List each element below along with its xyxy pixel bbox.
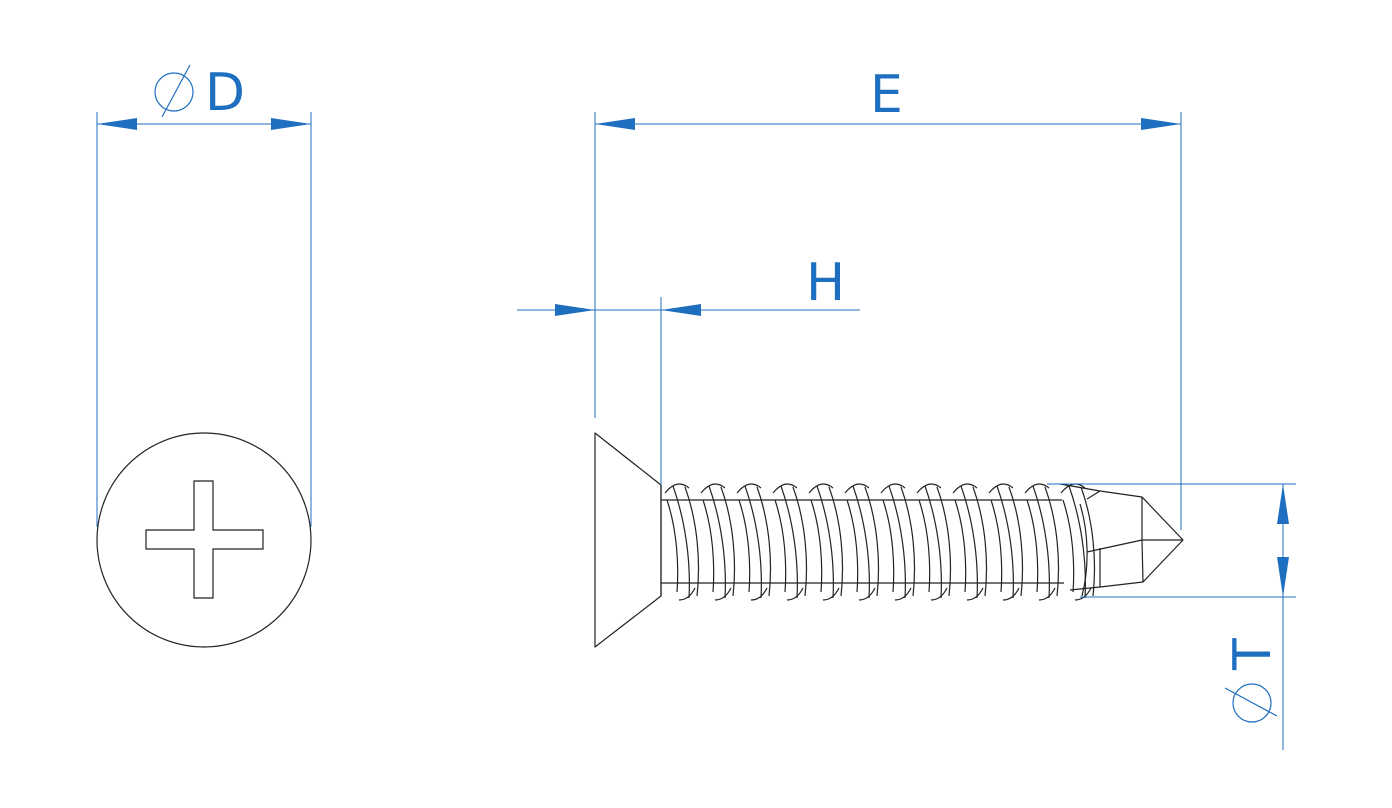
head-top-view — [96, 432, 312, 648]
thread-crest — [1002, 587, 1020, 601]
thread-crest — [1032, 485, 1050, 599]
thread-crest — [816, 485, 834, 599]
thread-crest — [960, 485, 978, 599]
arrowhead-left — [97, 118, 137, 130]
thread-crest — [664, 483, 690, 494]
thread-crest — [996, 485, 1014, 599]
thread-crest — [700, 483, 726, 494]
drill-point — [1059, 483, 1184, 597]
thread-crest — [714, 587, 732, 601]
thread-crest — [684, 486, 700, 597]
thread-crest — [774, 499, 787, 593]
thread-crest — [1044, 486, 1060, 597]
thread-crest — [672, 485, 690, 599]
thread-crest — [924, 485, 942, 599]
thread-crest — [930, 587, 948, 601]
thread-crest — [678, 587, 696, 601]
thread-crest — [792, 486, 808, 597]
thread-crest — [972, 486, 988, 597]
thread-crest — [918, 499, 931, 593]
label-t: T — [1223, 638, 1283, 671]
thread-crest — [864, 486, 880, 597]
thread-crest — [1026, 499, 1039, 593]
thread-crest — [988, 483, 1014, 494]
diameter-icon — [154, 64, 194, 118]
arrowhead-right — [661, 304, 701, 316]
phillips-cross-icon — [145, 480, 264, 599]
thread-crest — [990, 499, 1003, 593]
thread-crest — [736, 483, 762, 494]
thread-crest — [702, 499, 715, 593]
thread-crest — [744, 485, 762, 599]
arrowhead-left — [595, 118, 635, 130]
thread-crest — [772, 483, 798, 494]
thread-crest — [882, 499, 895, 593]
thread-crest — [936, 486, 952, 597]
thread-crest — [708, 485, 726, 599]
thread-crest — [852, 485, 870, 599]
thread-crest — [810, 499, 823, 593]
countersunk-head — [594, 432, 662, 648]
thread-crest — [966, 587, 984, 601]
arrowhead-left — [555, 304, 595, 316]
thread-crest — [1062, 499, 1075, 593]
head-circle — [96, 432, 312, 648]
thread-crest — [894, 587, 912, 601]
thread-crest — [780, 485, 798, 599]
threaded-shank — [660, 483, 1096, 601]
thread-crest — [756, 486, 772, 597]
thread-crest — [888, 485, 906, 599]
arrowhead-right — [271, 118, 311, 130]
thread-crest — [1068, 485, 1086, 599]
thread-crest — [828, 486, 844, 597]
label-h: H — [806, 253, 845, 313]
dimension-t: T — [1047, 483, 1296, 750]
dimension-h: H — [517, 253, 860, 485]
label-e: E — [870, 65, 903, 125]
thread-crest — [916, 483, 942, 494]
arrowhead-top — [1277, 484, 1289, 524]
thread-crest — [738, 499, 751, 593]
thread-crest — [844, 483, 870, 494]
thread-crest — [1008, 486, 1024, 597]
label-d: D — [205, 63, 245, 123]
arrowhead-right — [1141, 118, 1181, 130]
thread-crest — [786, 587, 804, 601]
thread-crest — [1080, 486, 1096, 597]
dimension-e: E — [594, 65, 1182, 530]
arrowhead-bottom — [1277, 557, 1289, 597]
thread-crest — [750, 587, 768, 601]
thread-crest — [666, 499, 679, 593]
thread-crest — [954, 499, 967, 593]
thread-crest — [808, 483, 834, 494]
thread-crest — [1024, 483, 1050, 494]
thread-crest — [846, 499, 859, 593]
rotated-t-label: T — [1223, 638, 1283, 723]
thread-crest — [1038, 587, 1056, 601]
dimension-d: D — [96, 63, 312, 527]
screw-side-view — [594, 432, 1184, 648]
thread-crest — [880, 483, 906, 494]
thread-crest — [822, 587, 840, 601]
thread-crest — [720, 486, 736, 597]
diameter-icon — [1224, 683, 1278, 723]
thread-crest — [952, 483, 978, 494]
thread-crest — [858, 587, 876, 601]
thread-crest — [900, 486, 916, 597]
